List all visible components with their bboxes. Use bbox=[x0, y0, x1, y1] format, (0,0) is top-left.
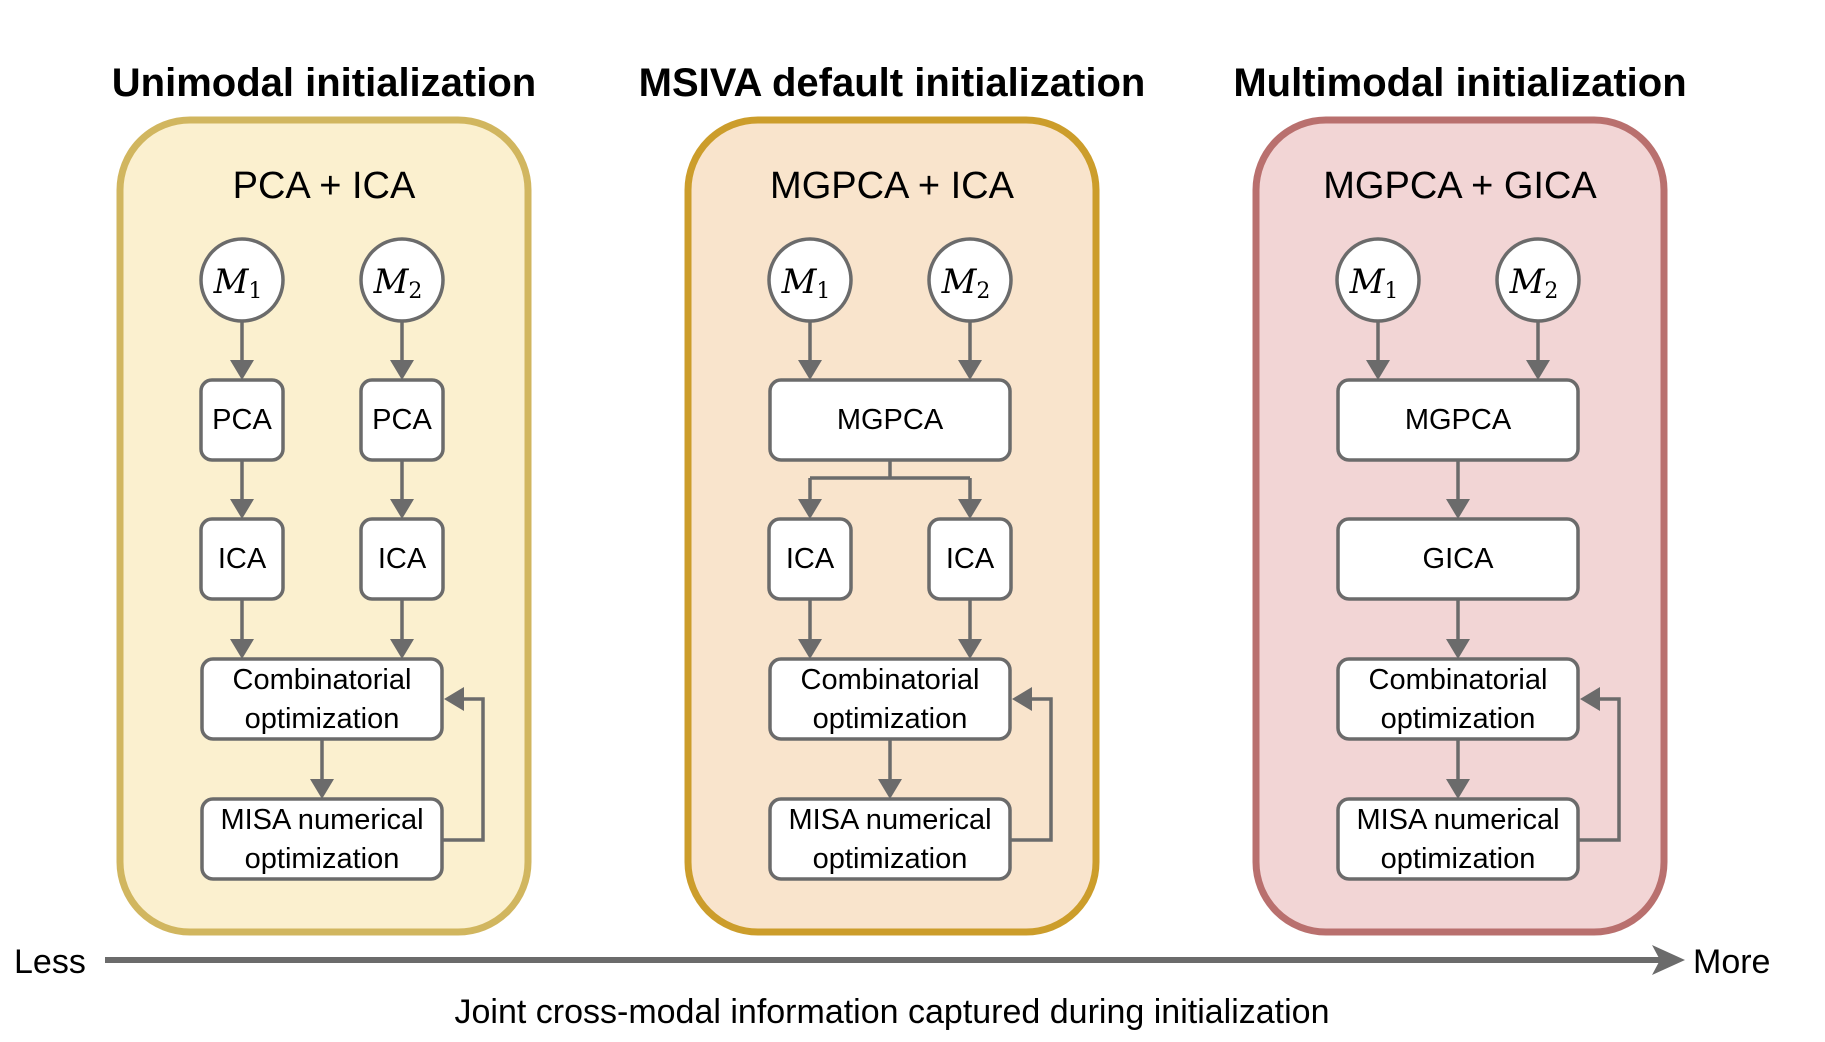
modality-node: M1 bbox=[767, 237, 853, 380]
stage2-label: ICA bbox=[378, 543, 427, 575]
panel-method-title: PCA + ICA bbox=[233, 165, 416, 207]
feedback-arrow-head-icon bbox=[444, 687, 464, 711]
arrow-head-icon bbox=[1526, 360, 1550, 380]
modality-symbol: M bbox=[373, 262, 410, 302]
feedback-arrow-head-icon bbox=[1012, 687, 1032, 711]
arrow-head-icon bbox=[958, 639, 982, 659]
combinatorial-label-line2: optimization bbox=[1381, 703, 1536, 735]
modality-label: M1 bbox=[1349, 262, 1399, 304]
combinatorial-label-line1: Combinatorial bbox=[233, 664, 412, 696]
numerical-label-line2: optimization bbox=[813, 843, 968, 875]
arrow-head-icon bbox=[390, 360, 414, 380]
numerical-label-line2: optimization bbox=[1381, 843, 1536, 875]
modality-symbol: M bbox=[213, 262, 250, 302]
axis-label-more: More bbox=[1693, 943, 1770, 981]
arrow-head-icon bbox=[230, 360, 254, 380]
combinatorial-label-line2: optimization bbox=[245, 703, 400, 735]
arrow-head-icon bbox=[390, 639, 414, 659]
arrow-head-icon bbox=[798, 499, 822, 519]
numerical-label-line2: optimization bbox=[245, 843, 400, 875]
modality-node: M2 bbox=[1495, 237, 1581, 380]
modality-symbol: M bbox=[781, 262, 818, 302]
modality-subscript: 2 bbox=[976, 279, 990, 304]
arrow-head-icon bbox=[1446, 499, 1470, 519]
modality-subscript: 1 bbox=[1384, 279, 1398, 304]
arrow-head-icon bbox=[1366, 360, 1390, 380]
stage2-label: ICA bbox=[946, 543, 995, 575]
modality-node: M1 bbox=[1335, 237, 1421, 380]
modality-node: M2 bbox=[927, 237, 1013, 380]
modality-label: M1 bbox=[781, 262, 831, 304]
stage1-label: PCA bbox=[372, 404, 432, 436]
arrow-head-icon bbox=[310, 779, 334, 799]
axis-caption: Joint cross-modal information captured d… bbox=[455, 993, 1330, 1031]
modality-subscript: 1 bbox=[816, 279, 830, 304]
panel-method-title: MGPCA + GICA bbox=[1323, 165, 1597, 207]
panel-heading: Multimodal initialization bbox=[1233, 61, 1686, 105]
panel-heading: Unimodal initialization bbox=[112, 61, 536, 105]
combinatorial-label-line1: Combinatorial bbox=[1369, 664, 1548, 696]
panel-method-title: MGPCA + ICA bbox=[770, 165, 1015, 207]
stage2-label: ICA bbox=[218, 543, 267, 575]
arrow-head-icon bbox=[1446, 779, 1470, 799]
axis-arrow-head-icon bbox=[1652, 945, 1685, 975]
numerical-label-line1: MISA numerical bbox=[1356, 804, 1559, 836]
axis-label-less: Less bbox=[14, 943, 86, 981]
modality-symbol: M bbox=[1509, 262, 1546, 302]
arrow-head-icon bbox=[390, 499, 414, 519]
arrow-head-icon bbox=[798, 639, 822, 659]
modality-subscript: 2 bbox=[1544, 279, 1558, 304]
arrow-head-icon bbox=[878, 779, 902, 799]
modality-subscript: 2 bbox=[408, 279, 422, 304]
arrow-head-icon bbox=[798, 360, 822, 380]
stage1-label: MGPCA bbox=[837, 404, 944, 436]
arrow-head-icon bbox=[1446, 639, 1470, 659]
modality-symbol: M bbox=[1349, 262, 1386, 302]
modality-label: M2 bbox=[373, 262, 423, 304]
numerical-label-line1: MISA numerical bbox=[220, 804, 423, 836]
stage1-label: PCA bbox=[212, 404, 272, 436]
arrow-head-icon bbox=[958, 499, 982, 519]
numerical-label-line1: MISA numerical bbox=[788, 804, 991, 836]
arrow-head-icon bbox=[230, 639, 254, 659]
combinatorial-label-line2: optimization bbox=[813, 703, 968, 735]
modality-subscript: 1 bbox=[248, 279, 262, 304]
combinatorial-label-line1: Combinatorial bbox=[801, 664, 980, 696]
modality-symbol: M bbox=[941, 262, 978, 302]
panel-heading: MSIVA default initialization bbox=[639, 61, 1146, 105]
stage1-label: MGPCA bbox=[1405, 404, 1512, 436]
modality-node: M2 bbox=[359, 237, 445, 380]
modality-label: M1 bbox=[213, 262, 263, 304]
feedback-loop bbox=[442, 697, 485, 842]
modality-label: M2 bbox=[1509, 262, 1559, 304]
stage2-label: ICA bbox=[786, 543, 835, 575]
feedback-arrow-head-icon bbox=[1580, 687, 1600, 711]
feedback-loop bbox=[1578, 697, 1621, 842]
modality-node: M1 bbox=[199, 237, 285, 380]
arrow-head-icon bbox=[958, 360, 982, 380]
modality-label: M2 bbox=[941, 262, 991, 304]
feedback-loop bbox=[1010, 697, 1053, 842]
arrow-head-icon bbox=[230, 499, 254, 519]
stage2-label: GICA bbox=[1423, 543, 1495, 575]
